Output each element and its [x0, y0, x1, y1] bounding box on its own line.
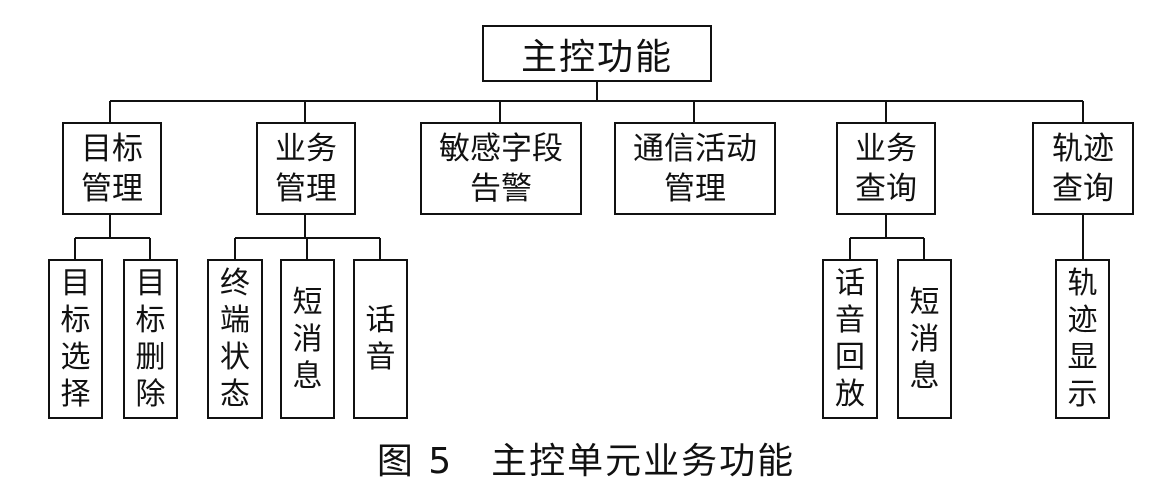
node-short-message-query-label: 短消息	[909, 284, 940, 394]
node-target-select-label: 目标选择	[60, 266, 91, 412]
node-target-select: 目标选择	[48, 259, 103, 419]
node-business-query: 业务 查询	[836, 122, 936, 215]
node-voice-label: 话音	[365, 303, 396, 375]
node-target-management-label: 目标 管理	[81, 130, 143, 207]
node-target-delete-label: 目标删除	[135, 266, 166, 412]
node-short-message-label: 短消息	[292, 284, 323, 394]
node-business-query-label: 业务 查询	[855, 130, 917, 207]
node-track-display-label: 轨迹显示	[1067, 266, 1098, 412]
node-terminal-status: 终端状态	[207, 259, 263, 419]
node-sensitive-field-alarm-label: 敏感字段 告警	[439, 130, 563, 207]
node-track-query: 轨迹 查询	[1032, 122, 1134, 215]
root-node-label: 主控功能	[520, 36, 673, 78]
node-communication-activity: 通信活动 管理	[614, 122, 776, 215]
node-business-management: 业务 管理	[256, 122, 356, 215]
node-track-query-label: 轨迹 查询	[1052, 130, 1114, 207]
node-target-management: 目标 管理	[62, 122, 162, 215]
node-voice-playback-label: 话音回放	[835, 266, 865, 412]
figure-caption: 图 5 主控单元业务功能	[376, 441, 796, 482]
node-short-message: 短消息	[280, 259, 335, 419]
node-voice-playback: 话音回放	[822, 259, 878, 419]
node-track-display: 轨迹显示	[1055, 259, 1110, 419]
node-voice: 话音	[353, 259, 408, 419]
node-target-delete: 目标删除	[123, 259, 178, 419]
root-node: 主控功能	[482, 25, 712, 82]
node-sensitive-field-alarm: 敏感字段 告警	[420, 122, 582, 215]
node-communication-activity-label: 通信活动 管理	[633, 130, 757, 207]
node-terminal-status-label: 终端状态	[220, 266, 250, 412]
node-short-message-query: 短消息	[897, 259, 952, 419]
node-business-management-label: 业务 管理	[275, 130, 337, 207]
